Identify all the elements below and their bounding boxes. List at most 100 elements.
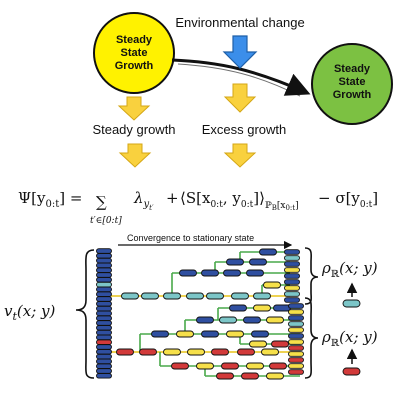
cell-2 [96, 257, 112, 264]
rho-top-sub: ℝ [331, 269, 340, 280]
cell-36 [223, 269, 241, 277]
right-brace-bottom [304, 297, 319, 379]
svg-text:− σ[y0:t]: − σ[y0:t] [318, 189, 378, 210]
svg-text:⟨S[x0:t, y0:t]⟩ℙB[x0:t]: ⟨S[x0:t, y0:t]⟩ℙB[x0:t] [180, 189, 299, 212]
cell-71 [196, 362, 214, 370]
cell-37 [246, 269, 264, 277]
cell-50 [284, 297, 300, 303]
cell-57 [261, 348, 279, 356]
objective-equation: Ψ[y0:t] = ∑ t′∈[0:t] λyt′ + ⟨S[x0:t, y0:… [18, 189, 378, 226]
cell-70 [171, 362, 189, 370]
cell-10 [96, 296, 112, 302]
cell-43 [284, 255, 300, 261]
cell-12 [96, 305, 112, 312]
rho-bottom-cell [342, 367, 361, 376]
cell-64 [219, 316, 237, 324]
cell-35 [201, 269, 219, 277]
cell-66 [266, 316, 284, 324]
svg-text:Ψ[y0:t] =: Ψ[y0:t] = [18, 189, 82, 210]
cell-87 [288, 345, 304, 351]
yellow-arrow-steady-1 [117, 96, 151, 121]
cell-40 [263, 281, 281, 289]
cell-30 [186, 292, 204, 300]
cell-79 [271, 340, 289, 348]
yellow-arrow-excess-2 [223, 143, 257, 168]
cell-88 [288, 351, 304, 357]
cell-33 [253, 292, 271, 300]
cell-31 [206, 292, 224, 300]
cell-69 [273, 304, 291, 312]
cell-9 [96, 291, 112, 297]
cell-48 [284, 285, 300, 291]
steady-state-left-line-3: Growth [115, 60, 154, 72]
cell-81 [288, 309, 304, 315]
v-label: vt(x; y) [4, 302, 56, 323]
eq-lambda-subsub: t′ [149, 204, 154, 212]
cell-21 [96, 349, 112, 355]
cell-49 [284, 291, 300, 297]
rho-bottom-sub: ℝ [331, 338, 340, 349]
rho-bottom-symbol: ρ [321, 328, 331, 346]
cell-16 [96, 325, 112, 331]
eq-bracket-sub3c: [x [277, 201, 286, 211]
eq-minus: − σ[y [318, 189, 360, 207]
svg-text:λyt′: λyt′ [133, 189, 154, 212]
cell-44 [284, 261, 300, 267]
cell-73 [246, 362, 264, 370]
cell-53 [163, 348, 181, 356]
cell-83 [288, 321, 304, 327]
cell-7 [96, 281, 112, 288]
yellow-arrow-excess-1 [223, 83, 257, 113]
eq-lhs-close: ] = [59, 189, 82, 207]
lineage-tree-cells [96, 248, 304, 380]
steady-state-right-line-3: Growth [333, 89, 372, 101]
eq-bracket-sub3b: B [272, 204, 277, 212]
cell-58 [151, 330, 169, 338]
cell-34 [179, 269, 197, 277]
cell-18 [96, 334, 112, 341]
cell-51 [116, 348, 134, 356]
transition-arrow [171, 58, 311, 96]
cell-0 [96, 248, 112, 254]
cell-28 [141, 292, 159, 300]
cell-55 [211, 348, 229, 356]
cell-52 [139, 348, 157, 356]
eq-bracket-sub3e: ] [295, 201, 299, 211]
steady-state-left-line-1: Steady [116, 34, 153, 46]
cell-72 [221, 362, 239, 370]
v-sub: t [12, 310, 17, 323]
v-symbol: v [4, 302, 13, 320]
eq-lhs-sub: 0:t [45, 199, 59, 210]
environmental-change-label: Environmental change [175, 15, 304, 30]
steady-state-right-line-2: State [339, 76, 366, 88]
rho-bottom-args: (x; y) [339, 328, 378, 346]
cell-90 [288, 363, 304, 369]
cell-60 [201, 330, 219, 338]
cell-25 [96, 368, 112, 374]
cell-54 [187, 348, 205, 356]
steady-state-right-line-1: Steady [334, 63, 371, 75]
rho-top-args: (x; y) [339, 259, 378, 277]
eq-lambda: λ [133, 189, 144, 207]
cell-47 [284, 279, 300, 285]
cell-77 [266, 372, 284, 380]
yellow-arrow-steady-2 [118, 143, 152, 168]
eq-bracket-sub2: 0:t [241, 200, 254, 210]
cell-24 [96, 363, 112, 369]
left-brace [75, 249, 95, 379]
cell-3 [96, 262, 112, 269]
cell-15 [96, 320, 112, 326]
cell-17 [96, 329, 112, 336]
cell-27 [121, 292, 139, 300]
cell-14 [96, 315, 112, 321]
cell-89 [288, 357, 304, 363]
cell-80 [288, 303, 304, 309]
cell-1 [96, 253, 112, 259]
cell-91 [288, 369, 304, 375]
cell-45 [284, 267, 300, 273]
steady-state-node-left: Steady State Growth [93, 12, 175, 94]
right-brace-top [304, 247, 319, 305]
eq-bracket-close: ]⟩ [253, 189, 265, 207]
cell-75 [216, 372, 234, 380]
v-args: (x; y) [17, 302, 56, 320]
